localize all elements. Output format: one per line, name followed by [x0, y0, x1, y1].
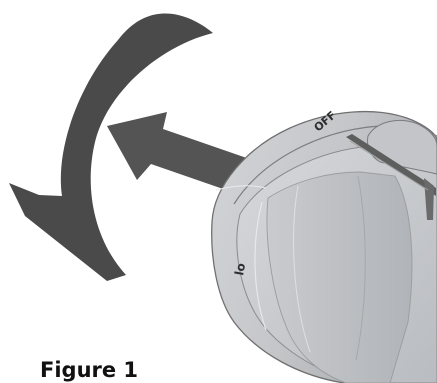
- knob-facet-line: [293, 185, 311, 353]
- curved-arrow-icon: [9, 13, 213, 281]
- pull-arrow-icon: [107, 112, 264, 199]
- stove-knob: OFF lo: [211, 109, 437, 383]
- knob-pointer-highlight: [349, 140, 429, 191]
- knob-facet-line: [215, 185, 267, 191]
- lo-label: lo: [232, 262, 248, 277]
- knob-facet-line: [355, 175, 366, 361]
- knob-facet-line: [254, 201, 267, 331]
- figure-caption: Figure 1: [40, 358, 139, 382]
